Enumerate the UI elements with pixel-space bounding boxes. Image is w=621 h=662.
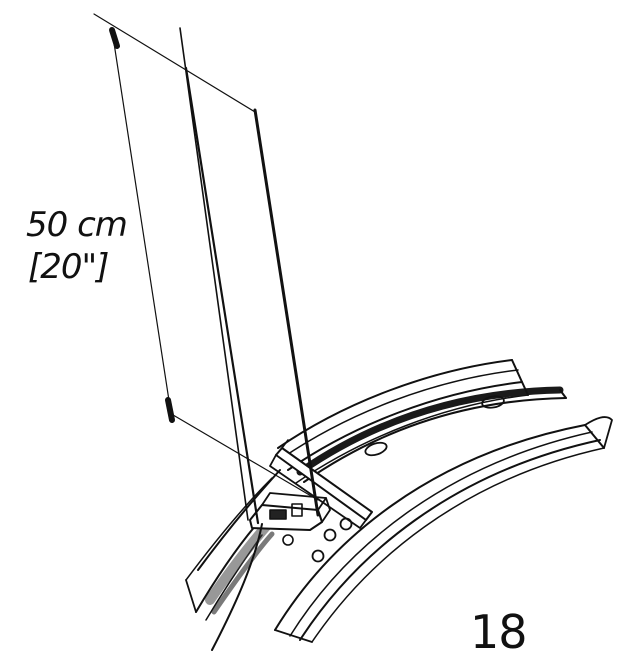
dimension-label: 50 cm [20"] (26, 205, 128, 287)
figure-number: 18 (470, 605, 527, 658)
vertical-panel (93, 13, 320, 525)
dimension-metric: 50 cm (26, 205, 127, 245)
pull-cord (211, 523, 263, 651)
dimension-imperial: [20"] (28, 247, 108, 287)
curved-rail (185, 359, 613, 643)
